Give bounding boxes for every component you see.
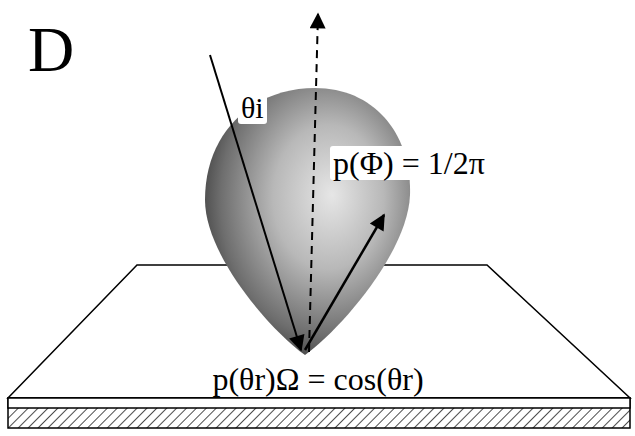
scatter-lobe — [205, 88, 410, 355]
formula-label: p(Φ) = 1/2π — [330, 146, 488, 180]
incident-ray — [210, 55, 301, 350]
angle-label: θi — [238, 92, 267, 124]
formula-label: p(θr)Ω = cos(θr) — [209, 362, 426, 396]
surface-normal — [309, 14, 318, 352]
panel-letter: D — [28, 18, 74, 82]
reflected-ray — [305, 215, 384, 350]
